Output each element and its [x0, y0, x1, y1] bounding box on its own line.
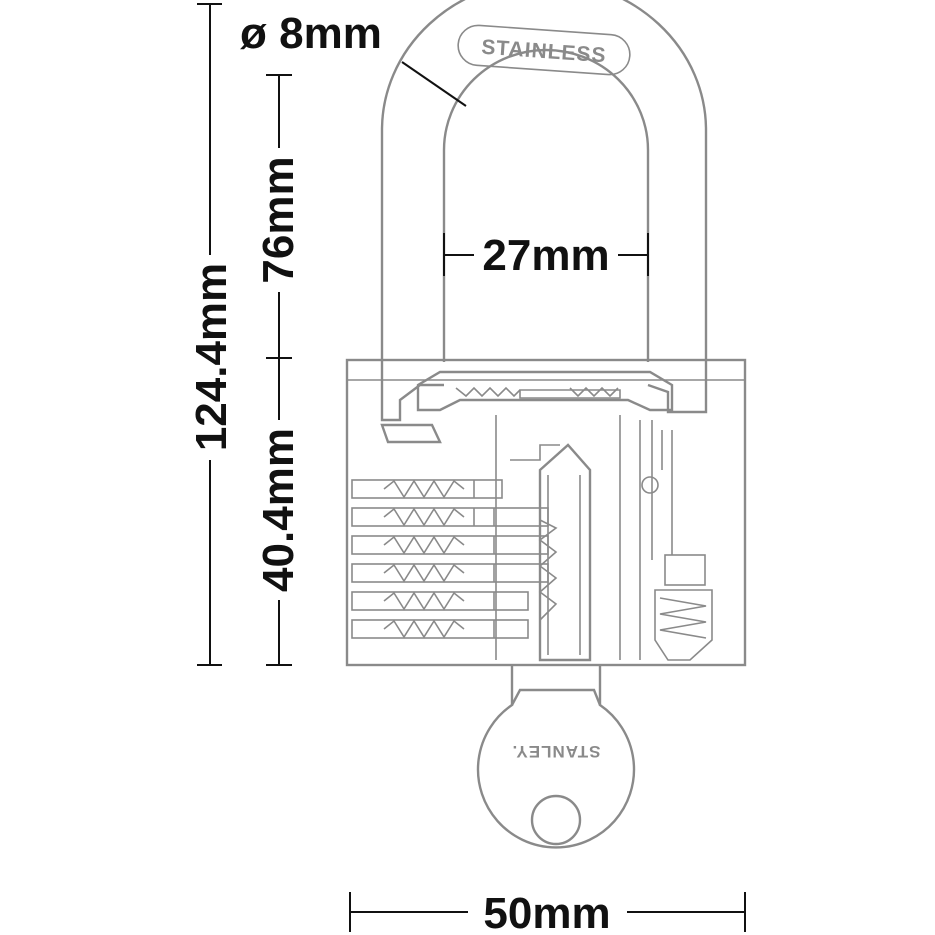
shackle-clearance-label: 76mm: [254, 156, 303, 283]
diameter-leader-line: [401, 61, 467, 107]
key-hole: [530, 794, 582, 846]
key-shoulder: [510, 688, 602, 706]
body-height-dimension: 40.4mm: [254, 358, 303, 666]
body-width-label: 50mm: [483, 889, 610, 935]
inner-width-label: 27mm: [482, 231, 609, 280]
inner-width-dimension: 27mm: [443, 231, 649, 280]
pin-stacks: [351, 479, 549, 639]
key-bow-outline: [476, 665, 636, 849]
dimension-annotations: 124.4mm 76mm 40.4mm ø 8mm 27: [187, 3, 746, 935]
body-width-dimension: 50mm: [349, 889, 746, 935]
lock-body: [345, 358, 747, 667]
stainless-badge-outline: [457, 24, 631, 76]
locking-spring-rod: [519, 389, 621, 399]
key: STANLEY.: [476, 665, 636, 849]
key-blade-groove: [547, 475, 581, 655]
shackle-right-foot: [647, 362, 708, 414]
stanley-key-label: STANLEY.: [512, 742, 601, 761]
key-blade: [538, 443, 592, 662]
pin-row: [351, 507, 549, 527]
pin-row: [351, 591, 529, 611]
latch-pivot: [641, 476, 659, 494]
locking-bar: [416, 370, 674, 412]
key-blade-cuts: [538, 519, 558, 621]
latch-spring: [659, 597, 707, 639]
pin-row: [351, 563, 549, 583]
pin-row: [351, 619, 529, 639]
padlock-drawing: STAINLESS: [345, 0, 747, 849]
locking-spring-left: [455, 386, 521, 398]
body-height-label: 40.4mm: [254, 428, 303, 592]
cylinder-housing: [495, 415, 621, 660]
cylinder-top: [510, 444, 560, 461]
total-height-dimension: 124.4mm: [187, 3, 236, 666]
latch-block: [664, 554, 706, 586]
lock-body-outline: [345, 358, 747, 667]
pin-row: [351, 535, 549, 555]
shackle-diameter-label: ø 8mm: [240, 9, 382, 58]
shackle-left-base: [380, 423, 442, 444]
total-height-label: 124.4mm: [187, 263, 236, 451]
shackle-clearance-dimension: 76mm: [254, 74, 303, 359]
shackle: [380, 0, 708, 444]
shackle-inner: [442, 48, 650, 362]
latch-slot: [639, 420, 653, 660]
shackle-left-foot: [380, 362, 444, 422]
shackle-diameter-dimension: ø 8mm: [240, 9, 467, 107]
latch-housing: [654, 589, 713, 661]
shackle-outer: [380, 0, 708, 362]
pin-row: [351, 479, 503, 499]
locking-spring-right: [569, 386, 619, 398]
latch-mechanism: [639, 420, 713, 661]
stainless-label: STAINLESS: [481, 36, 608, 68]
